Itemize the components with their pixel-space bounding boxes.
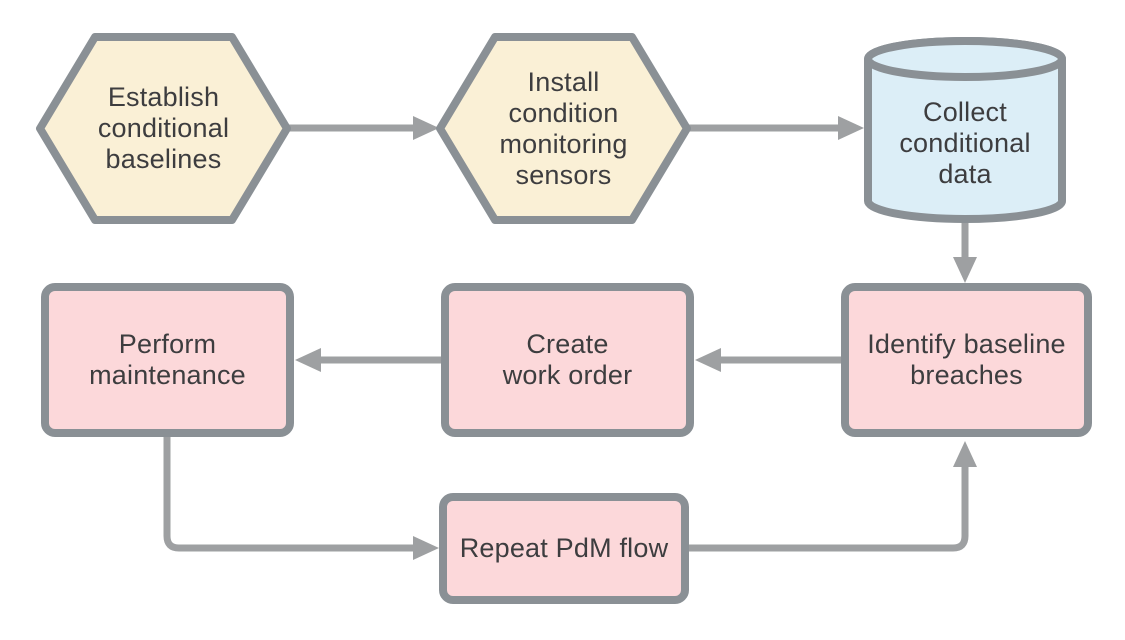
- cylinder-collect-data-lid: [864, 37, 1066, 81]
- box-repeat-pdm-flow: [439, 493, 689, 604]
- edge-create-perform-arrowhead: [295, 348, 321, 372]
- edge-identify-create-arrowhead: [695, 348, 721, 372]
- box-identify-breaches: [841, 283, 1092, 437]
- edge-establish-install-arrowhead: [413, 116, 439, 140]
- box-create-work-order: [441, 283, 694, 437]
- edge-collect-identify-arrowhead: [953, 257, 977, 283]
- edge-perform-repeat-line: [163, 437, 415, 552]
- edge-repeat-identify-arrowhead: [953, 441, 977, 467]
- edge-arrowheads: [295, 116, 977, 560]
- edge-install-collect-arrowhead: [838, 116, 864, 140]
- edge-repeat-identify-line: [687, 465, 969, 552]
- edge-perform-repeat-arrowhead: [413, 536, 439, 560]
- node-shapes: [36, 33, 1092, 604]
- edge-lines: [163, 124, 969, 552]
- hexagon-install-sensors: [436, 33, 691, 224]
- box-perform-maintenance: [41, 283, 294, 437]
- hexagon-establish-baselines: [36, 33, 291, 224]
